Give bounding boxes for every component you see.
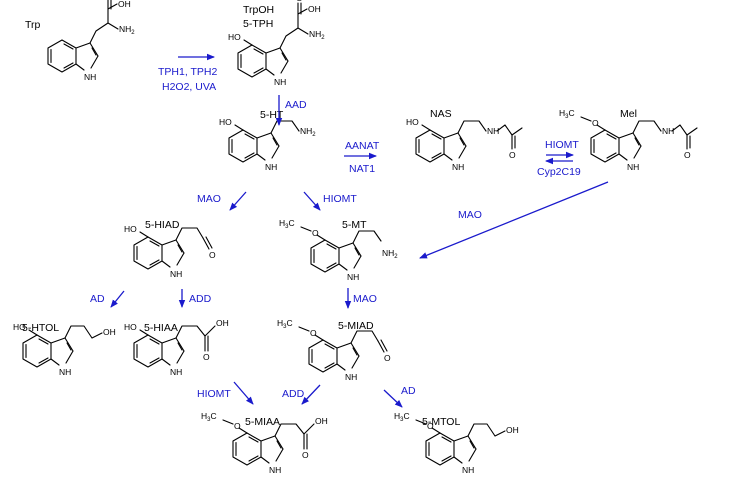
enzyme-hiomt: HIOMT	[323, 193, 357, 205]
nh-label: NH	[274, 77, 286, 87]
enzyme-add: ADD	[189, 293, 212, 305]
structure-nas: HO NH O NH	[406, 117, 523, 172]
label-5-tph: 5-TPH	[243, 18, 273, 30]
enzyme-mao: MAO	[353, 293, 377, 305]
oh-label: OH	[118, 0, 131, 9]
o-label: O	[684, 150, 691, 160]
structure-5-mt: O H3C NH2 NH	[279, 218, 398, 282]
nh-label: NH	[170, 269, 182, 279]
nh-label: NH	[452, 162, 464, 172]
enzyme-cyp2c19: Cyp2C19	[537, 166, 581, 178]
label-trpoh: TrpOH	[243, 4, 274, 16]
o-label: O	[302, 450, 309, 460]
label-5-miad: 5-MIAD	[338, 320, 374, 332]
nh-label-amide: NH	[662, 126, 674, 136]
nh2-label: NH2	[309, 29, 325, 41]
ho-label: HO	[228, 32, 241, 42]
nh-label: NH	[269, 465, 281, 475]
o-label-ether: O	[592, 118, 599, 128]
arrow-ht-to-hiad	[229, 191, 247, 211]
label-5-mtol: 5-MTOL	[422, 416, 460, 428]
ho-label: HO	[13, 322, 26, 332]
nh2-label: NH2	[119, 24, 135, 36]
enzyme-aanat: AANAT	[345, 140, 380, 152]
label-5-htol: 5-HTOL	[22, 322, 59, 334]
h3c-label: H3C	[201, 411, 217, 423]
structure-5-hiaa: HO OH O NH	[124, 318, 229, 377]
label-nas: NAS	[430, 108, 452, 120]
nh-label: NH	[345, 372, 357, 382]
label-5-mt: 5-MT	[342, 219, 367, 231]
label-5-miaa: 5-MIAA	[245, 416, 280, 428]
structure-5-miad: O H3C O NH	[277, 318, 391, 382]
structure-mel: O H3C NH O NH	[559, 108, 698, 172]
enzyme-add: ADD	[282, 388, 305, 400]
enzyme-tph: TPH1, TPH2	[158, 66, 217, 78]
ho-label: HO	[219, 117, 232, 127]
nh2-label: NH2	[300, 126, 316, 138]
enzyme-hiomt: HIOMT	[545, 139, 579, 151]
structure-5-mtol: O H3C OH NH	[394, 411, 519, 475]
label-5-hiad: 5-HIAD	[145, 219, 180, 231]
structure-5-htol: HO OH NH	[13, 322, 116, 377]
h3c-label: H3C	[277, 318, 293, 330]
nh2-label: NH2	[382, 248, 398, 260]
arrow-hiad-to-htol	[110, 290, 125, 308]
arrow-ht-to-mt	[303, 191, 321, 211]
nh-label: NH	[84, 72, 96, 82]
nh-label: NH	[170, 367, 182, 377]
o-label-ether: O	[234, 421, 241, 431]
o-label: O	[296, 0, 303, 3]
enzyme-ad: AD	[401, 385, 416, 397]
structure-trp: OH O NH2 NH	[47, 0, 135, 82]
nh-label: NH	[462, 465, 474, 475]
o-label-ether: O	[427, 421, 434, 431]
enzyme-mao: MAO	[458, 209, 482, 221]
nh-label-amide: NH	[487, 126, 499, 136]
nh-label: NH	[627, 162, 639, 172]
oh-label: OH	[308, 4, 321, 14]
structure-5-ht: HO NH2 NH	[219, 117, 316, 172]
structure-5-tph: HO OH O NH2 NH	[228, 0, 325, 87]
structure-5-miaa: O H3C OH O NH	[201, 411, 328, 475]
label-5-ht: 5-HT	[260, 109, 284, 121]
h3c-label: H3C	[559, 108, 575, 120]
oh-label: OH	[216, 318, 229, 328]
enzyme-aad: AAD	[285, 99, 307, 111]
arrow-miad-to-mtol	[383, 389, 403, 408]
oh-label: OH	[103, 327, 116, 337]
nh-label: NH	[59, 367, 71, 377]
arrow-mel-to-mt	[419, 181, 609, 259]
nh-label: NH	[265, 162, 277, 172]
ho-label: HO	[124, 322, 137, 332]
ho-label: HO	[124, 224, 137, 234]
arrow-miad-to-miaa	[301, 384, 321, 405]
o-label: O	[384, 353, 391, 363]
o-label: O	[209, 250, 216, 260]
enzyme-ad: AD	[90, 293, 105, 305]
enzyme-nat1: NAT1	[349, 163, 375, 175]
o-label-ether: O	[312, 228, 319, 238]
o-label: O	[203, 352, 210, 362]
h3c-label: H3C	[279, 218, 295, 230]
label-5-hiaa: 5-HIAA	[144, 322, 178, 334]
enzyme-h2o2-uva: H2O2, UVA	[162, 81, 216, 93]
enzyme-hiomt: HIOMT	[197, 388, 231, 400]
label-mel: Mel	[620, 108, 637, 120]
oh-label: OH	[506, 425, 519, 435]
label-trp: Trp	[25, 19, 41, 31]
structure-5-hiad: HO O NH	[124, 224, 216, 279]
ho-label: HO	[406, 117, 419, 127]
arrow-hiaa-to-miaa	[233, 381, 254, 405]
oh-label: OH	[315, 416, 328, 426]
o-label: O	[509, 150, 516, 160]
o-label-ether: O	[310, 328, 317, 338]
enzyme-mao: MAO	[197, 193, 221, 205]
h3c-label: H3C	[394, 411, 410, 423]
nh-label: NH	[347, 272, 359, 282]
